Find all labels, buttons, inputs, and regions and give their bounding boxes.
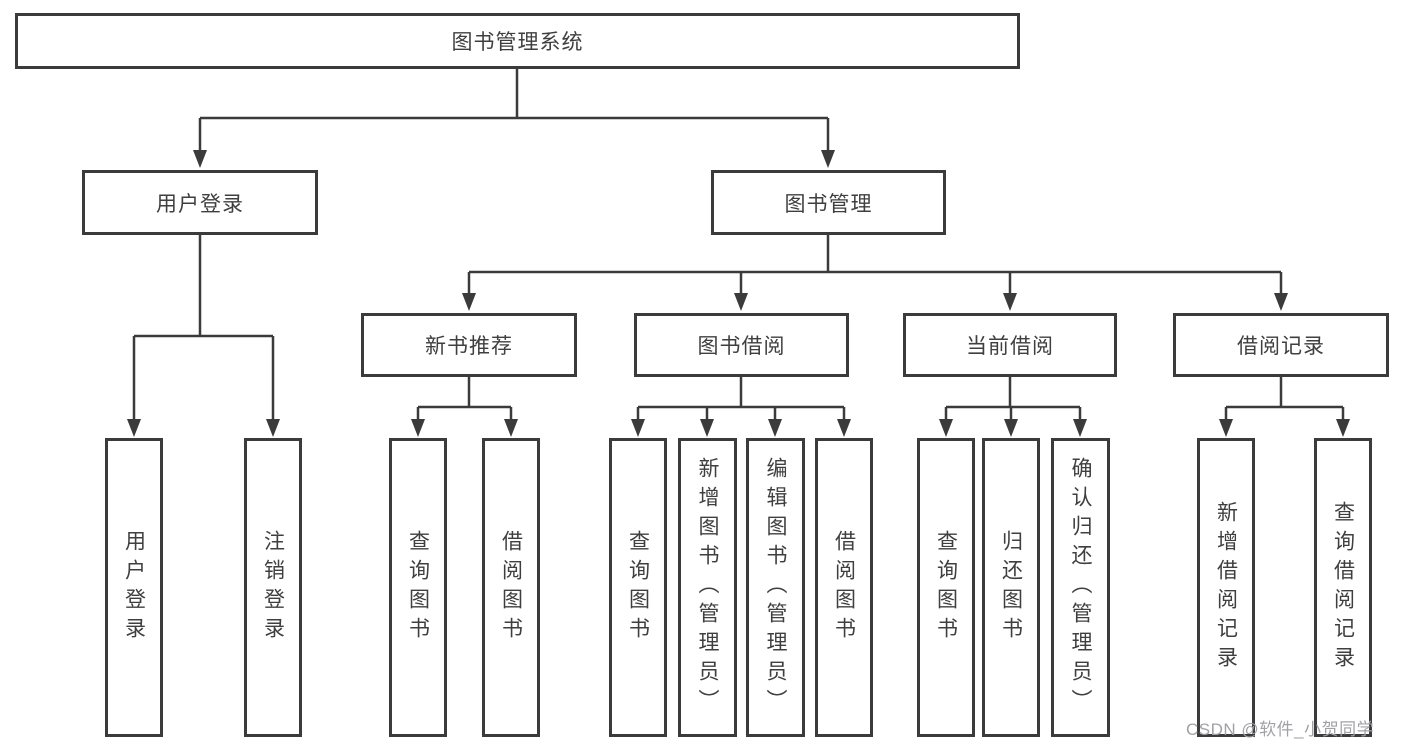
leaf-add-book-admin-label: 新增图书（管理员） xyxy=(696,457,719,718)
node-new-book-recommend: 新书推荐 xyxy=(361,313,577,377)
node-library-system-label: 图书管理系统 xyxy=(451,31,584,54)
leaf-return-book-label: 归还图书 xyxy=(999,529,1023,646)
leaf-logout-label: 注销登录 xyxy=(261,529,285,646)
leaf-borrow-books: 借阅图书 xyxy=(815,438,873,737)
leaf-query-borrow-record-label: 查询借阅记录 xyxy=(1331,500,1355,675)
leaf-confirm-return-admin: 确认归还（管理员） xyxy=(1051,438,1110,737)
leaf-return-book: 归还图书 xyxy=(982,438,1040,737)
leaf-confirm-return-admin-label: 确认归还（管理员） xyxy=(1069,457,1092,718)
leaf-add-book-admin: 新增图书（管理员） xyxy=(678,438,737,737)
node-borrowing-records: 借阅记录 xyxy=(1173,313,1389,377)
node-current-borrowing: 当前借阅 xyxy=(903,313,1117,377)
leaf-borrow-books-recommend-label: 借阅图书 xyxy=(499,529,523,646)
leaf-add-borrow-record-label: 新增借阅记录 xyxy=(1214,500,1238,675)
csdn-watermark: CSDN @软件_小贺同学 xyxy=(1186,720,1375,739)
leaf-logout: 注销登录 xyxy=(244,438,302,737)
node-book-borrowing: 图书借阅 xyxy=(634,313,849,377)
node-new-book-recommend-label: 新书推荐 xyxy=(425,335,513,358)
node-user-login-module: 用户登录 xyxy=(82,170,318,235)
leaf-borrow-books-label: 借阅图书 xyxy=(832,529,856,646)
leaf-add-borrow-record: 新增借阅记录 xyxy=(1197,438,1255,737)
leaf-query-books-borrow: 查询图书 xyxy=(609,438,667,737)
leaf-borrow-books-recommend: 借阅图书 xyxy=(482,438,540,737)
leaf-query-borrow-record: 查询借阅记录 xyxy=(1314,438,1372,737)
leaf-user-login-label: 用户登录 xyxy=(122,529,146,646)
leaf-user-login: 用户登录 xyxy=(105,438,163,737)
leaf-query-books-recommend: 查询图书 xyxy=(389,438,447,737)
leaf-query-books-recommend-label: 查询图书 xyxy=(406,529,430,646)
leaf-edit-book-admin-label: 编辑图书（管理员） xyxy=(764,457,787,718)
leaf-edit-book-admin: 编辑图书（管理员） xyxy=(746,438,805,737)
node-current-borrowing-label: 当前借阅 xyxy=(966,335,1054,358)
node-borrowing-records-label: 借阅记录 xyxy=(1237,335,1325,358)
arrowheads xyxy=(127,150,1350,437)
connector-lines xyxy=(132,69,1345,421)
node-book-management-label: 图书管理 xyxy=(784,192,873,216)
leaf-query-books-borrow-label: 查询图书 xyxy=(626,529,650,646)
node-user-login-module-label: 用户登录 xyxy=(156,192,244,216)
node-library-system: 图书管理系统 xyxy=(15,13,1020,69)
node-book-borrowing-label: 图书借阅 xyxy=(697,335,786,358)
node-book-management: 图书管理 xyxy=(711,170,946,235)
leaf-query-books-current-label: 查询图书 xyxy=(934,529,958,646)
leaf-query-books-current: 查询图书 xyxy=(917,438,975,737)
